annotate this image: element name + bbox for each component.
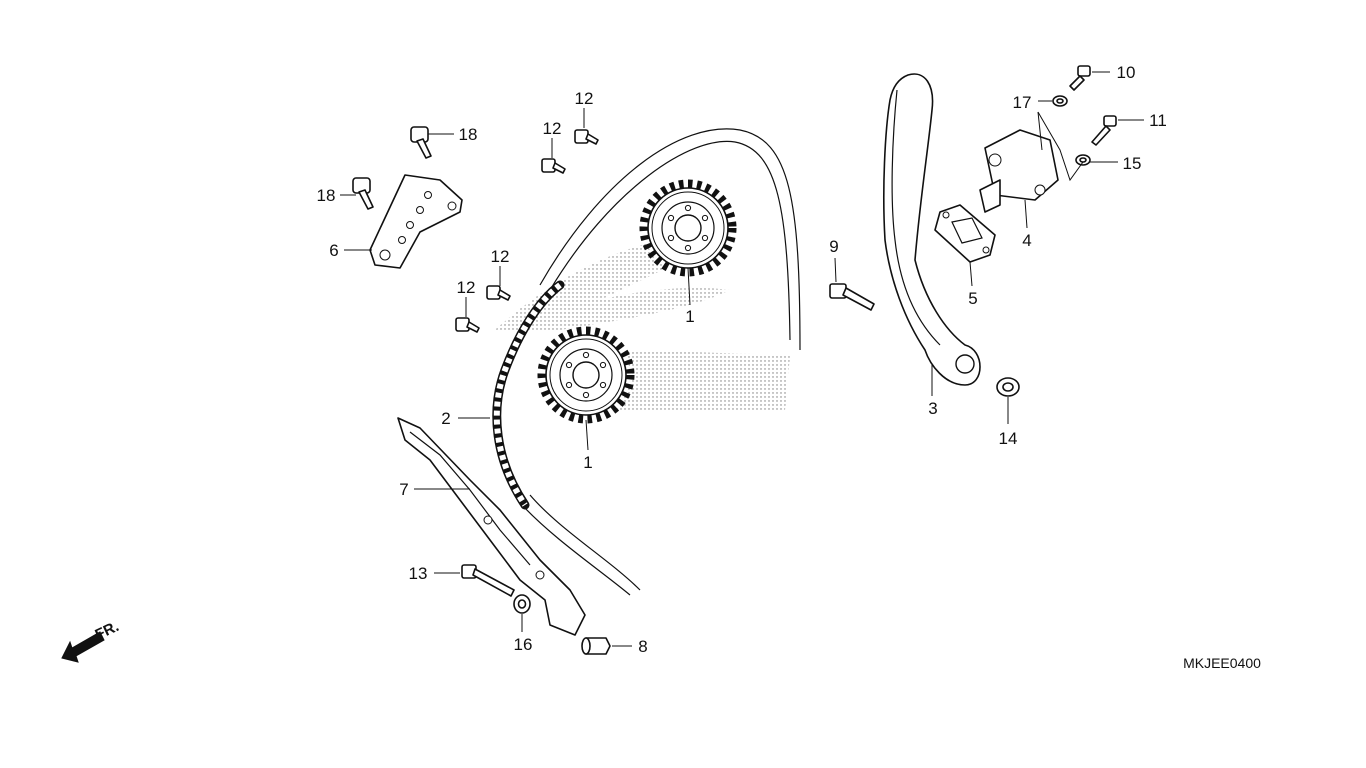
callout-labels: 1 1 2 3 4 5 6 7 8 9 10 11 12 12 12 12 13… <box>317 63 1167 656</box>
callout-3: 3 <box>928 399 937 418</box>
bolt-18-a <box>410 126 432 159</box>
callout-18-a: 18 <box>459 125 478 144</box>
bolt-13 <box>461 564 515 597</box>
callout-7: 7 <box>399 480 408 499</box>
washer-14 <box>996 377 1020 397</box>
chain-outline <box>521 128 801 596</box>
callout-11: 11 <box>1149 111 1167 130</box>
callout-5: 5 <box>968 289 977 308</box>
washer-15 <box>1075 154 1091 166</box>
callout-6: 6 <box>329 241 338 260</box>
callout-17: 17 <box>1013 93 1032 112</box>
callout-12-d: 12 <box>457 278 476 297</box>
callout-8: 8 <box>638 637 647 656</box>
bolt-12-d <box>455 317 480 333</box>
cam-sprocket-upper <box>639 179 737 277</box>
diagram-code: MKJEE0400 <box>1183 655 1261 671</box>
collar <box>581 637 611 655</box>
washer-17 <box>1052 95 1068 107</box>
callout-1-upper: 1 <box>685 307 694 326</box>
callout-10: 10 <box>1117 63 1136 82</box>
callout-12-b: 12 <box>543 119 562 138</box>
callout-12-c: 12 <box>491 247 510 266</box>
leader-lines <box>340 71 1144 647</box>
chain-guide <box>397 417 586 636</box>
cam-sprocket-lower <box>537 326 635 424</box>
callout-4: 4 <box>1022 231 1031 250</box>
pivot-bolt <box>829 283 875 311</box>
front-label: FR. <box>93 618 122 644</box>
tensioner-lifter <box>979 129 1059 213</box>
callout-14: 14 <box>999 429 1018 448</box>
callout-13: 13 <box>409 564 428 583</box>
callout-9: 9 <box>829 237 838 256</box>
callout-16: 16 <box>514 635 533 654</box>
bolt-12-a <box>574 129 599 145</box>
callout-12-a: 12 <box>575 89 594 108</box>
bolt-12-c <box>486 285 511 301</box>
callout-1-lower: 1 <box>583 453 592 472</box>
gasket <box>934 204 996 263</box>
callout-15: 15 <box>1123 154 1142 173</box>
tensioner-arm <box>883 73 981 386</box>
bolt-11 <box>1091 115 1117 146</box>
callout-2: 2 <box>441 409 450 428</box>
callout-18-b: 18 <box>317 186 336 205</box>
bolt-18-b <box>352 177 374 210</box>
bolt-12-b <box>541 158 566 174</box>
bolt-10 <box>1069 65 1091 91</box>
cam-chain <box>492 280 565 510</box>
washer-16 <box>513 594 531 614</box>
front-arrow-icon <box>61 631 105 663</box>
guide-plate <box>369 174 463 269</box>
